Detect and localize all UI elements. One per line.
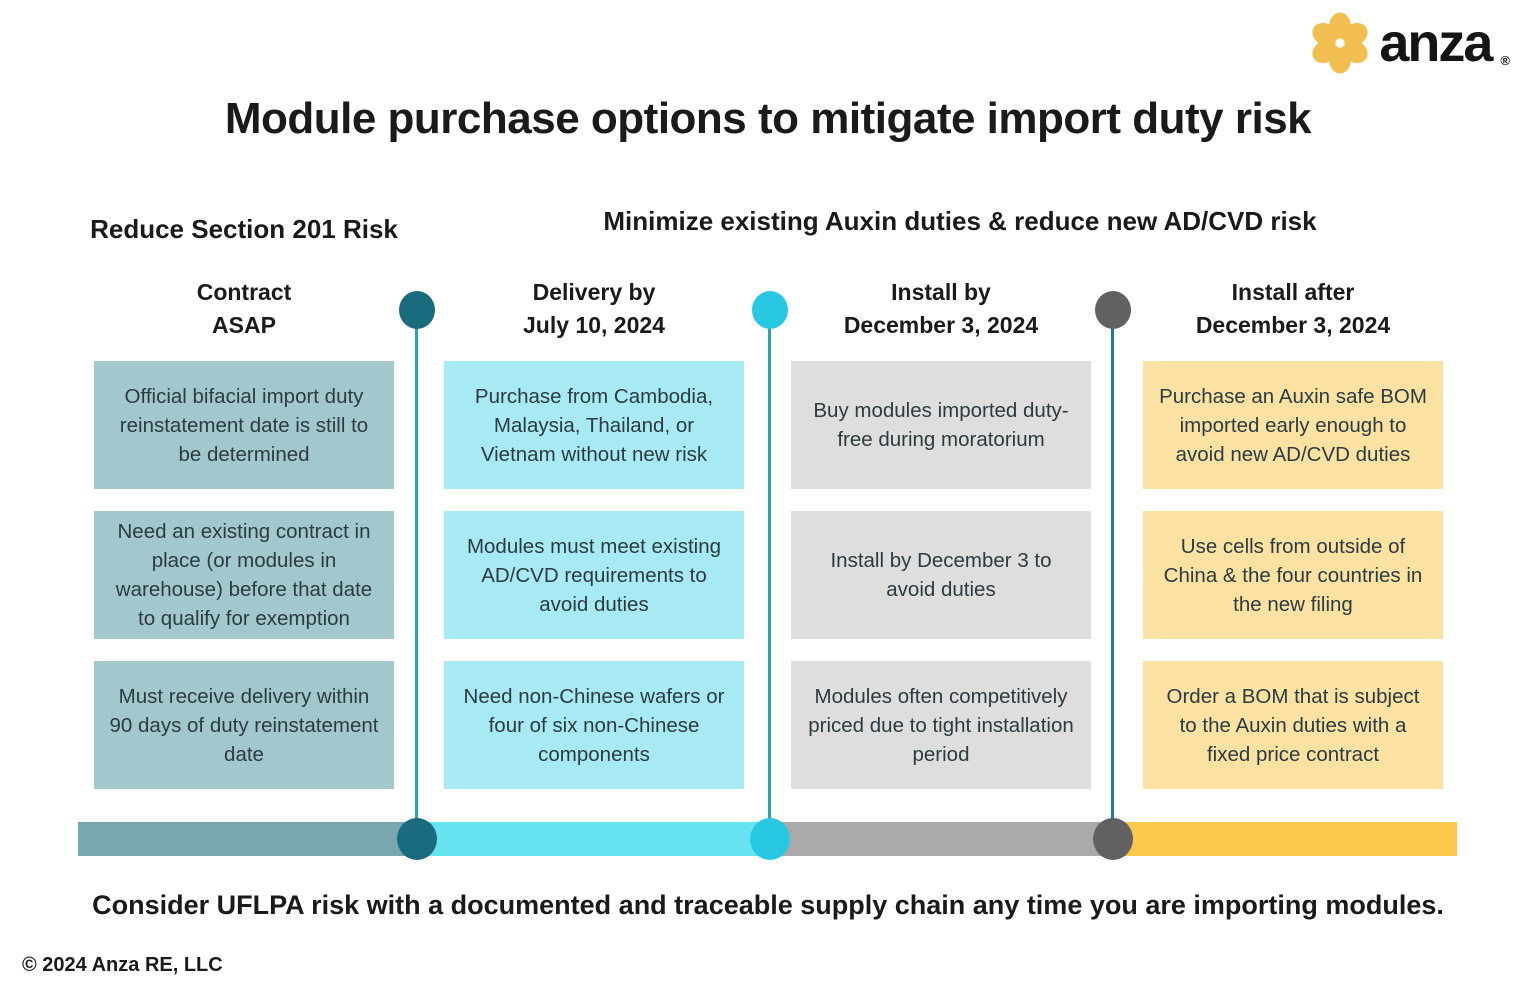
flower-icon — [1312, 12, 1368, 74]
column-header-line2: ASAP — [212, 312, 276, 338]
info-box: Must receive delivery within 90 days of … — [94, 661, 394, 789]
section-header-right: Minimize existing Auxin duties & reduce … — [603, 206, 1317, 236]
logo-wordmark: anza — [1379, 13, 1493, 73]
column-header: Install by December 3, 2024 — [791, 272, 1091, 361]
timeline-segment-delivery — [417, 822, 770, 856]
column-header-line1: Contract — [196, 279, 292, 305]
timeline-segment-install-after — [1113, 822, 1457, 856]
info-box: Modules must meet existing AD/CVD requir… — [444, 511, 744, 639]
timeline-dot-top — [1095, 291, 1131, 329]
timeline-dot-bar — [750, 818, 790, 860]
timeline-dot-top — [752, 291, 788, 329]
column-install-by-december: Install by December 3, 2024 Buy modules … — [791, 272, 1091, 811]
column-header: Delivery by July 10, 2024 — [444, 272, 744, 361]
info-box: Need an existing contract in place (or m… — [94, 511, 394, 639]
timeline-dot-bar — [397, 818, 437, 860]
column-header: Contract ASAP — [94, 272, 394, 361]
info-box: Buy modules imported duty-free during mo… — [791, 361, 1091, 489]
timeline-divider-line — [1111, 310, 1114, 841]
timeline-dot-bar — [1093, 818, 1133, 860]
info-box: Need non-Chinese wafers or four of six n… — [444, 661, 744, 789]
copyright: © 2024 Anza RE, LLC — [22, 954, 223, 976]
info-box: Purchase an Auxin safe BOM imported earl… — [1143, 361, 1443, 489]
column-header-line1: Install after — [1231, 279, 1355, 305]
column-install-after-december: Install after December 3, 2024 Purchase … — [1143, 272, 1443, 811]
info-box: Install by December 3 to avoid duties — [791, 511, 1091, 639]
info-box: Purchase from Cambodia, Malaysia, Thaila… — [444, 361, 744, 489]
info-box: Official bifacial import duty reinstatem… — [94, 361, 394, 489]
uflpa-note: Consider UFLPA risk with a documented an… — [92, 890, 1444, 920]
timeline-divider-line — [415, 310, 418, 841]
column-header-line1: Install by — [891, 279, 991, 305]
page-title: Module purchase options to mitigate impo… — [224, 94, 1312, 143]
column-delivery-july: Delivery by July 10, 2024 Purchase from … — [444, 272, 744, 811]
timeline-bar — [78, 822, 1457, 856]
trademark-symbol: ® — [1500, 53, 1510, 68]
anza-logo: anza ® — [1309, 12, 1510, 74]
timeline-dot-top — [399, 291, 435, 329]
column-header-line1: Delivery by — [532, 279, 656, 305]
info-box: Modules often competitively priced due t… — [791, 661, 1091, 789]
column-header-line2: December 3, 2024 — [1195, 312, 1391, 338]
timeline-segment-install-by — [770, 822, 1113, 856]
column-header-line2: July 10, 2024 — [523, 312, 665, 338]
section-header-left: Reduce Section 201 Risk — [90, 214, 398, 244]
column-header: Install after December 3, 2024 — [1143, 272, 1443, 361]
column-contract-asap: Contract ASAP Official bifacial import d… — [94, 272, 394, 811]
timeline-divider-line — [768, 310, 771, 841]
column-header-line2: December 3, 2024 — [843, 312, 1039, 338]
timeline-segment-contract — [78, 822, 417, 856]
info-box: Use cells from outside of China & the fo… — [1143, 511, 1443, 639]
info-box: Order a BOM that is subject to the Auxin… — [1143, 661, 1443, 789]
